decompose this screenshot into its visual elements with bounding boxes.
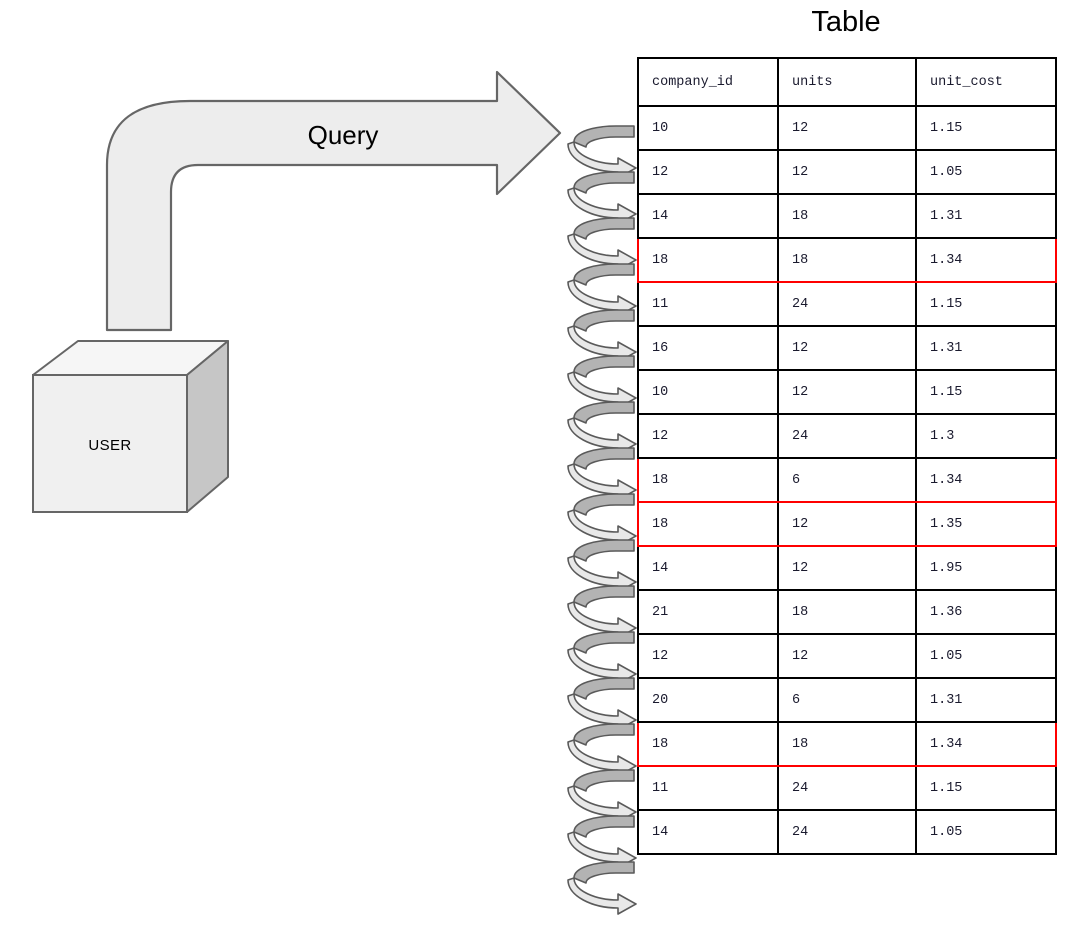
cell-company-id: 18 (637, 237, 779, 283)
cell-units: 12 (777, 633, 917, 679)
cell-units: 12 (777, 149, 917, 195)
cell-company-id: 20 (637, 677, 779, 723)
cell-units: 18 (777, 193, 917, 239)
cell-units: 12 (777, 369, 917, 415)
cell-unit-cost: 1.3 (915, 413, 1057, 459)
cell-unit-cost: 1.15 (915, 105, 1057, 151)
cell-units: 6 (777, 457, 917, 503)
cell-unit-cost: 1.31 (915, 193, 1057, 239)
column-header-company-id: company_id (637, 57, 779, 107)
cell-units: 18 (777, 589, 917, 635)
user-cube-icon (32, 340, 229, 513)
cell-company-id: 10 (637, 369, 779, 415)
cell-units: 12 (777, 325, 917, 371)
cell-unit-cost: 1.31 (915, 325, 1057, 371)
cell-units: 12 (777, 501, 917, 547)
table-title: Table (811, 6, 881, 38)
cell-company-id: 11 (637, 765, 779, 811)
cell-company-id: 12 (637, 633, 779, 679)
cell-company-id: 18 (637, 721, 779, 767)
cell-units: 24 (777, 413, 917, 459)
cell-company-id: 14 (637, 193, 779, 239)
cell-company-id: 21 (637, 589, 779, 635)
cell-unit-cost: 1.05 (915, 633, 1057, 679)
cell-company-id: 18 (637, 501, 779, 547)
user-box-label: USER (88, 437, 132, 454)
cell-unit-cost: 1.15 (915, 369, 1057, 415)
cell-unit-cost: 1.31 (915, 677, 1057, 723)
cell-unit-cost: 1.15 (915, 281, 1057, 327)
cell-unit-cost: 1.35 (915, 501, 1057, 547)
cell-company-id: 12 (637, 413, 779, 459)
cell-units: 6 (777, 677, 917, 723)
cell-company-id: 14 (637, 809, 779, 855)
column-header-units: units (777, 57, 917, 107)
cell-units: 18 (777, 237, 917, 283)
cell-units: 12 (777, 105, 917, 151)
query-arrow-icon (105, 70, 562, 332)
spiral-loop-arrows-icon (567, 125, 637, 915)
cell-unit-cost: 1.34 (915, 721, 1057, 767)
cell-company-id: 14 (637, 545, 779, 591)
cell-unit-cost: 1.36 (915, 589, 1057, 635)
cell-units: 12 (777, 545, 917, 591)
cell-units: 24 (777, 765, 917, 811)
cell-units: 24 (777, 281, 917, 327)
table-header-row: company_id units unit_cost (637, 57, 1057, 107)
cell-units: 18 (777, 721, 917, 767)
cell-company-id: 18 (637, 457, 779, 503)
cell-company-id: 12 (637, 149, 779, 195)
column-header-unit-cost: unit_cost (915, 57, 1057, 107)
cell-unit-cost: 1.05 (915, 149, 1057, 195)
cell-unit-cost: 1.34 (915, 237, 1057, 283)
cell-unit-cost: 1.34 (915, 457, 1057, 503)
cell-company-id: 10 (637, 105, 779, 151)
cell-company-id: 11 (637, 281, 779, 327)
cell-units: 24 (777, 809, 917, 855)
cell-unit-cost: 1.05 (915, 809, 1057, 855)
cell-unit-cost: 1.15 (915, 765, 1057, 811)
cell-unit-cost: 1.95 (915, 545, 1057, 591)
cell-company-id: 16 (637, 325, 779, 371)
